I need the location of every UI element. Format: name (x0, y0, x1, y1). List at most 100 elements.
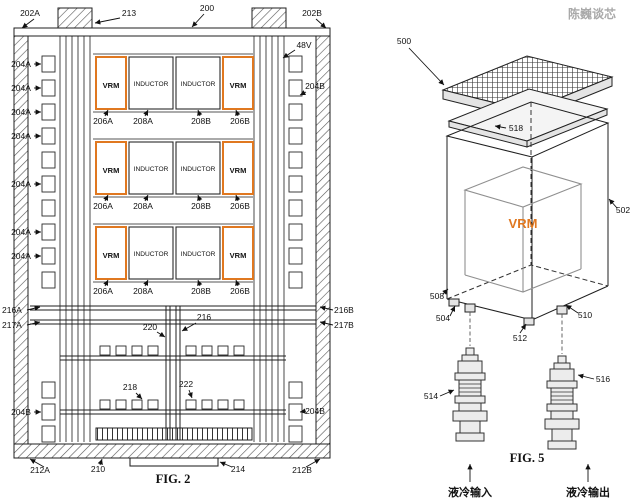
ref-217b: 217B (334, 320, 354, 330)
coolant-piping (30, 305, 316, 440)
manifold-pipes (30, 305, 316, 325)
vrm-block (95, 141, 127, 195)
ref-216b: 216B (334, 305, 354, 315)
ref-222: 222 (179, 379, 193, 389)
ref-202a: 202A (20, 8, 40, 18)
ref-214: 214 (231, 464, 245, 474)
ref-206a: 206A (93, 116, 113, 126)
ref-204b: 204B (11, 407, 31, 417)
module-row-2: VRM INDUCTOR INDUCTOR VRM 206A 208A 208B… (93, 138, 254, 211)
vrm-label: VRM (103, 81, 120, 90)
ref-200: 200 (200, 3, 214, 13)
ref-516: 516 (596, 374, 610, 384)
ref-216: 216 (197, 312, 211, 322)
watermark: 陈巍谈芯 (568, 6, 616, 21)
vrm-block (95, 56, 127, 110)
riser-pipes (165, 306, 181, 440)
vrm-label: VRM (230, 166, 247, 175)
bottom-panel (13, 443, 331, 459)
foot-left (448, 298, 460, 307)
ref-210: 210 (91, 464, 105, 474)
connector-column-left (41, 55, 56, 443)
busbar-lines-right (253, 36, 285, 442)
busbar-lines-left (59, 36, 91, 442)
module-row-1: VRM INDUCTOR INDUCTOR VRM 206A 208A 208B… (93, 53, 254, 126)
inductor-label: INDUCTOR (134, 166, 169, 173)
fig5-vrm-module-diagram: 陈巍谈芯 VRM (397, 6, 630, 499)
vrm-block (222, 226, 254, 280)
ref-508: 508 (430, 291, 444, 301)
inductor-label: INDUCTOR (181, 166, 216, 173)
vrm-label: VRM (509, 216, 538, 231)
vrm-block (222, 56, 254, 110)
inductor-block (128, 226, 174, 280)
ref-504: 504 (436, 313, 450, 323)
inductor-label: INDUCTOR (181, 81, 216, 88)
foot-right (523, 317, 535, 326)
busbar-post-left (57, 7, 93, 29)
ref-208b: 208B (191, 116, 211, 126)
ref-220: 220 (143, 322, 157, 332)
vrm-label: VRM (103, 166, 120, 175)
ref-204a: 204A (11, 227, 31, 237)
ref-204a: 204A (11, 83, 31, 93)
vrm-block (95, 226, 127, 280)
ref-204a: 204A (11, 251, 31, 261)
vrm-brick: VRM (463, 166, 583, 293)
ref-208b: 208B (191, 201, 211, 211)
inductor-label: INDUCTOR (134, 81, 169, 88)
base-foot (129, 457, 219, 467)
vrm-label: VRM (230, 81, 247, 90)
ref-204a: 204A (11, 59, 31, 69)
ref-208a: 208A (133, 116, 153, 126)
ref-518: 518 (509, 123, 523, 133)
ref-500: 500 (397, 36, 411, 46)
ref-510: 510 (578, 310, 592, 320)
inductor-label: INDUCTOR (134, 251, 169, 258)
fig2-caption: FIG. 2 (156, 472, 191, 486)
ref-204a: 204A (11, 107, 31, 117)
ref-204b: 204B (305, 406, 325, 416)
ref-204a: 204A (11, 179, 31, 189)
port-left (464, 303, 476, 313)
top-panel (13, 27, 331, 37)
busbar-post-right (251, 7, 287, 29)
inductor-block (128, 141, 174, 195)
ref-208a: 208A (133, 201, 153, 211)
ref-206a: 206A (93, 201, 113, 211)
ref-48v: 48V (296, 40, 311, 50)
fig5-caption: FIG. 5 (510, 451, 545, 465)
ref-218: 218 (123, 382, 137, 392)
inductor-block (175, 141, 221, 195)
ref-217a: 217A (2, 320, 22, 330)
ref-206a: 206A (93, 286, 113, 296)
inductor-label: INDUCTOR (181, 251, 216, 258)
callouts-204a: 204A 204A 204A 204A 204A 204A 204A (11, 59, 41, 261)
ref-206b: 206B (230, 286, 250, 296)
ref-208a: 208A (133, 286, 153, 296)
right-wall (315, 35, 331, 445)
connector-column-right (288, 55, 303, 443)
ref-208b: 208B (191, 286, 211, 296)
ref-216a: 216A (2, 305, 22, 315)
ref-206b: 206B (230, 116, 250, 126)
coolant-out-label: 液冷输出 (566, 485, 610, 499)
ref-514: 514 (424, 391, 438, 401)
lower-assembly (60, 345, 286, 441)
fig2-server-rack-diagram: VRM INDUCTOR INDUCTOR VRM 206A 208A 208B… (2, 3, 354, 486)
inductor-block (128, 56, 174, 110)
vrm-label: VRM (230, 251, 247, 260)
vrm-block (222, 141, 254, 195)
quick-disconnect-right (544, 355, 580, 450)
inductor-block (175, 226, 221, 280)
ref-212b: 212B (292, 465, 312, 475)
ref-202b: 202B (302, 8, 322, 18)
inductor-block (175, 56, 221, 110)
coolant-in-label: 液冷输入 (448, 485, 492, 499)
ref-206b: 206B (230, 201, 250, 211)
ref-212a: 212A (30, 465, 50, 475)
port-right (556, 305, 568, 315)
ref-204b: 204B (305, 81, 325, 91)
ref-512: 512 (513, 333, 527, 343)
